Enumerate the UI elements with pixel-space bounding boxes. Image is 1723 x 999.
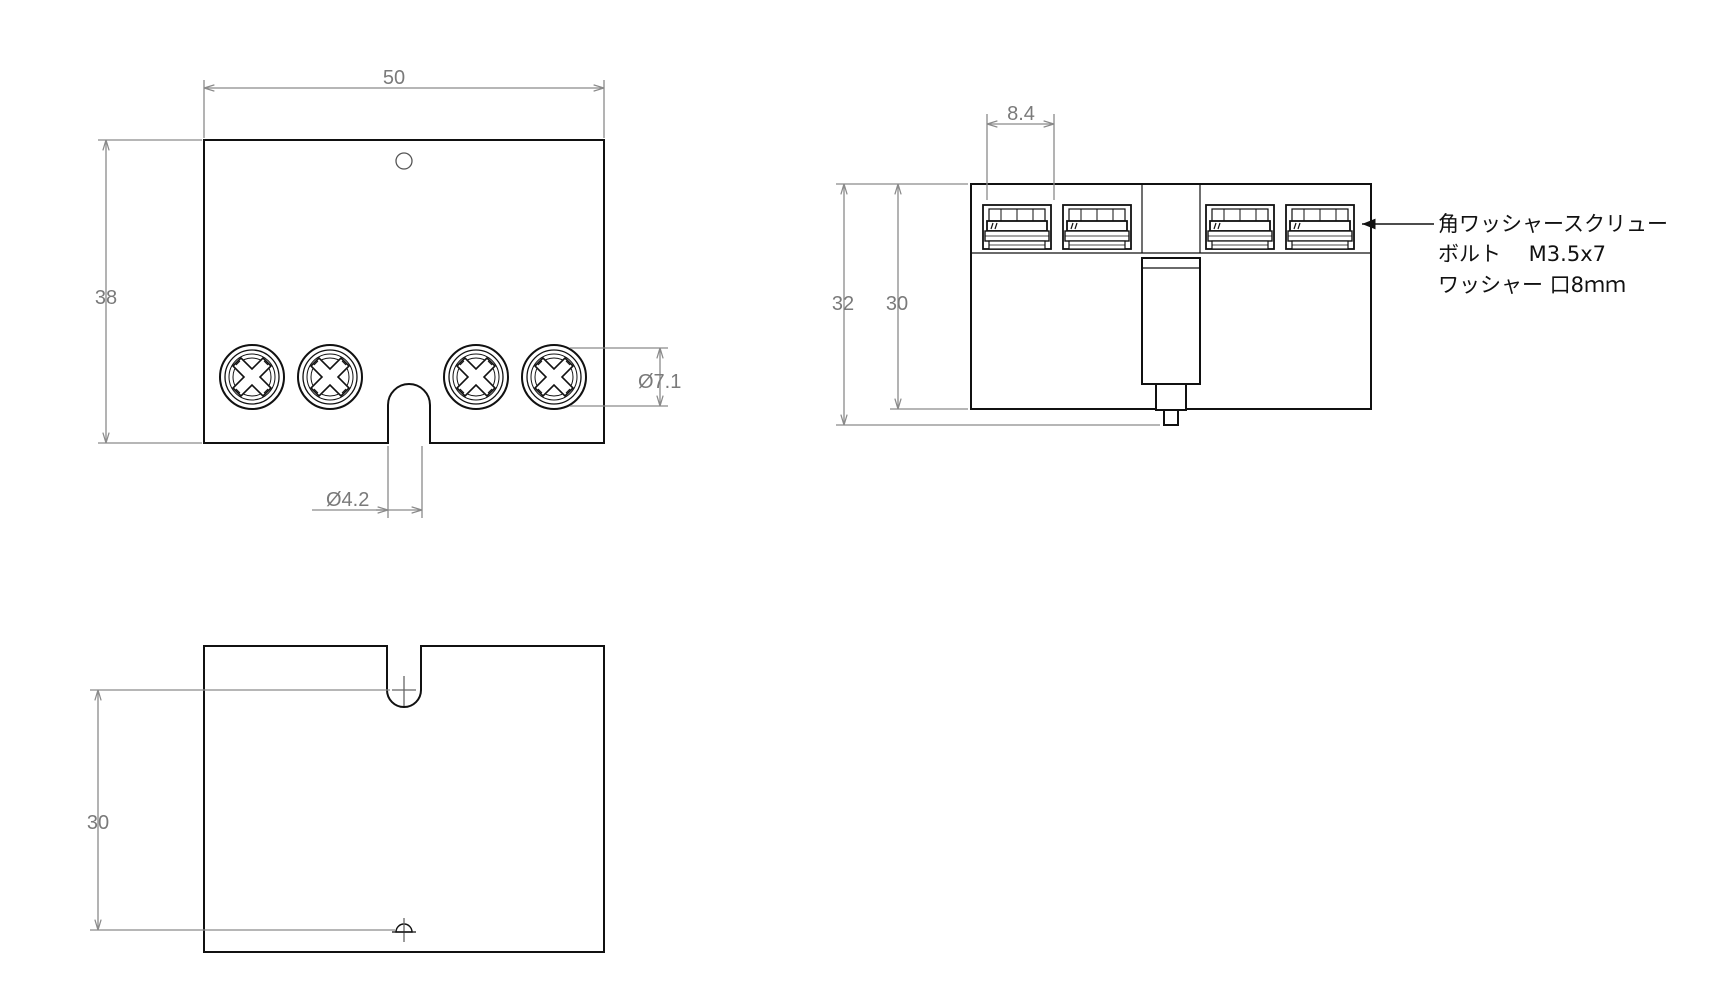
mounting-hole — [395, 152, 413, 170]
dimension-depth-label: 30 — [87, 812, 109, 834]
side-terminal-1 — [982, 204, 1052, 250]
dimension-pitch: 8.4 — [986, 103, 1055, 200]
dimension-pitch-label: 8.4 — [1007, 103, 1035, 125]
terminal-screw-1 — [219, 344, 285, 410]
dimension-height: 38 — [95, 139, 202, 444]
side-view: 8.4 32 30 角ワッシャースクリュー ボルト M3.5x7 ワッシャー 口… — [832, 103, 1668, 426]
dimension-width: 50 — [203, 67, 605, 138]
callout-note: 角ワッシャースクリュー ボルト M3.5x7 ワッシャー 口8ｍｍ — [1438, 212, 1668, 297]
dimension-width-label: 50 — [383, 67, 405, 89]
terminal-screw-2 — [297, 344, 363, 410]
side-terminal-2 — [1062, 204, 1132, 250]
bottom-view-outline — [203, 645, 605, 953]
dimension-slot-dia: Ø4.2 — [312, 446, 423, 518]
side-terminal-3 — [1205, 204, 1275, 250]
dimension-depth: 30 — [87, 689, 395, 931]
dimension-height-label: 38 — [95, 287, 117, 309]
callout-line-1: 角ワッシャースクリュー — [1438, 212, 1668, 236]
terminal-screw-4 — [521, 344, 587, 410]
dimension-body-height: 30 — [886, 184, 968, 410]
side-terminal-4 — [1285, 204, 1355, 250]
dimension-body-height-label: 30 — [886, 293, 908, 315]
callout-line-3: ワッシャー 口8ｍｍ — [1438, 273, 1626, 297]
front-view: 50 38 Ø7.1 Ø4.2 — [95, 67, 681, 518]
bottom-view: 30 — [87, 645, 605, 953]
dimension-overall-height-label: 32 — [832, 293, 854, 315]
center-pin — [1155, 383, 1187, 411]
dimension-slot-dia-label: Ø4.2 — [326, 489, 369, 511]
center-post — [1141, 257, 1201, 385]
callout-line-2: ボルト M3.5x7 — [1438, 242, 1606, 266]
dimension-terminal-dia-label: Ø7.1 — [638, 371, 681, 393]
terminal-screw-3 — [443, 344, 509, 410]
dimension-terminal-dia: Ø7.1 — [570, 347, 681, 407]
dimension-overall-height: 32 — [832, 183, 1160, 426]
